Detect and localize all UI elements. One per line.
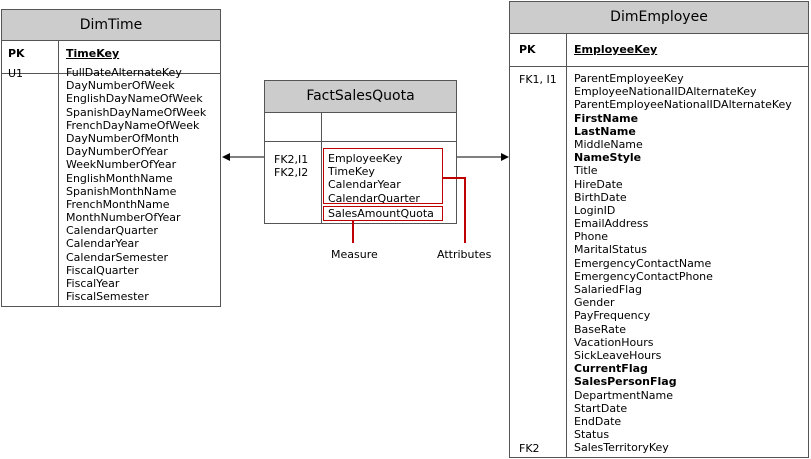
- dimemployee-column: CurrentFlag: [574, 362, 648, 376]
- dimemployee-column: Title: [574, 164, 598, 178]
- attributes-annotation: Attributes: [437, 248, 492, 261]
- dimtime-column: MonthNumberOfYear: [66, 211, 181, 225]
- dimtime-column: CalendarQuarter: [66, 224, 158, 238]
- dimtime-column: DayNumberOfMonth: [66, 131, 179, 145]
- dimtime-table: DimTime PK TimeKey U1 FullDateAlternateK…: [1, 9, 221, 307]
- dimemployee-column: LastName: [574, 124, 636, 138]
- dimemployee-pk-column: EmployeeKey: [574, 43, 658, 56]
- dimemployee-column: BaseRate: [574, 322, 627, 336]
- dimtime-column: FrenchDayNameOfWeek: [66, 118, 200, 132]
- dimemployee-column: EmployeeNationalIDAlternateKey: [574, 85, 757, 99]
- dimtime-column: FrenchMonthName: [66, 197, 170, 211]
- dimemployee-column: SalesTerritoryKey: [574, 441, 669, 455]
- dimemployee-column: SalariedFlag: [574, 283, 642, 296]
- dimemployee-column: BirthDate: [574, 190, 627, 204]
- dimtime-pk-column: TimeKey: [66, 47, 120, 60]
- dimemployee-column: EndDate: [574, 414, 622, 428]
- fact-attribute-column: CalendarQuarter: [328, 191, 420, 205]
- dimtime-column: FullDateAlternateKey: [66, 66, 182, 79]
- fact-to-dimtime-arrowhead: [222, 153, 230, 161]
- dimemployee-column: FirstName: [574, 111, 639, 125]
- fact-column-divider: [321, 113, 322, 223]
- dimtime-key-label: U1: [8, 67, 24, 80]
- dimemployee-pk-label: PK: [519, 43, 536, 56]
- dimtime-title: DimTime: [2, 10, 220, 41]
- dimtime-column: FiscalQuarter: [66, 263, 139, 277]
- measure-annotation: Measure: [331, 248, 378, 261]
- dimtime-column: SpanishDayNameOfWeek: [66, 105, 207, 119]
- factsalesquota-table: FactSalesQuota FK2,I1 FK2,I2 EmployeeKey…: [264, 80, 457, 224]
- dimemployee-column: Status: [574, 428, 610, 442]
- dimtime-pk-label: PK: [8, 47, 25, 60]
- dimemployee-column: LoginID: [574, 203, 616, 217]
- attributes-highlight-box: [323, 148, 443, 204]
- dimemployee-column: PayFrequency: [574, 309, 651, 323]
- dimemployee-column: EmailAddress: [574, 217, 649, 231]
- dimtime-column: EnglishDayNameOfWeek: [66, 92, 203, 106]
- dimemployee-column: DepartmentName: [574, 388, 674, 402]
- fact-measure-column: SalesAmountQuota: [328, 207, 434, 220]
- dimtime-column: FiscalSemester: [66, 290, 149, 304]
- dimemployee-title: DimEmployee: [510, 2, 808, 34]
- dimemployee-key-label-last: FK2: [519, 442, 540, 455]
- dimemployee-column: VacationHours: [574, 335, 654, 349]
- fact-attribute-column: CalendarYear: [328, 178, 401, 192]
- dimemployee-column: ParentEmployeeKey: [574, 72, 684, 85]
- dimemployee-column: NameStyle: [574, 151, 642, 165]
- dimemployee-column: StartDate: [574, 401, 628, 415]
- dimemployee-column: ParentEmployeeNationalIDAlternateKey: [574, 98, 792, 112]
- dimtime-column: CalendarSemester: [66, 250, 169, 264]
- dimtime-column: DayNumberOfWeek: [66, 79, 175, 93]
- dimtime-column: WeekNumberOfYear: [66, 158, 177, 172]
- dimemployee-column: SalesPersonFlag: [574, 375, 677, 389]
- measure-highlight-box: [323, 206, 443, 221]
- dimemployee-column: EmergencyContactName: [574, 256, 712, 270]
- dimemployee-key-label-first: FK1, I1: [519, 73, 557, 86]
- fact-attribute-column: EmployeeKey: [328, 152, 403, 165]
- dimemployee-column: HireDate: [574, 177, 623, 191]
- dimtime-pk-divider: [2, 73, 220, 74]
- factsalesquota-title: FactSalesQuota: [265, 81, 456, 113]
- fact-pk-divider: [265, 141, 456, 142]
- dimtime-column: DayNumberOfYear: [66, 145, 168, 159]
- attributes-leader-line-v: [464, 177, 466, 243]
- dimemployee-column: SickLeaveHours: [574, 348, 662, 362]
- dimemployee-column: Gender: [574, 296, 615, 310]
- dimemployee-column: EmergencyContactPhone: [574, 269, 713, 283]
- dimemployee-column: MiddleName: [574, 137, 643, 151]
- dimemployee-column: MaritalStatus: [574, 243, 647, 257]
- dimtime-column: CalendarYear: [66, 237, 139, 251]
- dimtime-column-divider: [58, 41, 59, 306]
- dimemployee-column: Phone: [574, 230, 609, 244]
- measure-leader-line: [352, 221, 354, 243]
- dimemployee-pk-divider: [510, 66, 808, 67]
- fact-key-label-2: FK2,I2: [274, 166, 309, 179]
- fact-attribute-column: TimeKey: [328, 165, 375, 179]
- dimtime-column: FiscalYear: [66, 277, 120, 290]
- dimtime-column: SpanishMonthName: [66, 184, 177, 198]
- dimemployee-table: DimEmployee PK EmployeeKey FK1, I1 FK2 P…: [509, 1, 809, 458]
- attributes-leader-line-h: [443, 177, 465, 179]
- fact-to-dimemployee-arrowhead: [501, 153, 509, 161]
- fact-key-label-1: FK2,I1: [274, 153, 309, 166]
- dimemployee-column-divider: [566, 34, 567, 457]
- dimtime-column: EnglishMonthName: [66, 171, 173, 185]
